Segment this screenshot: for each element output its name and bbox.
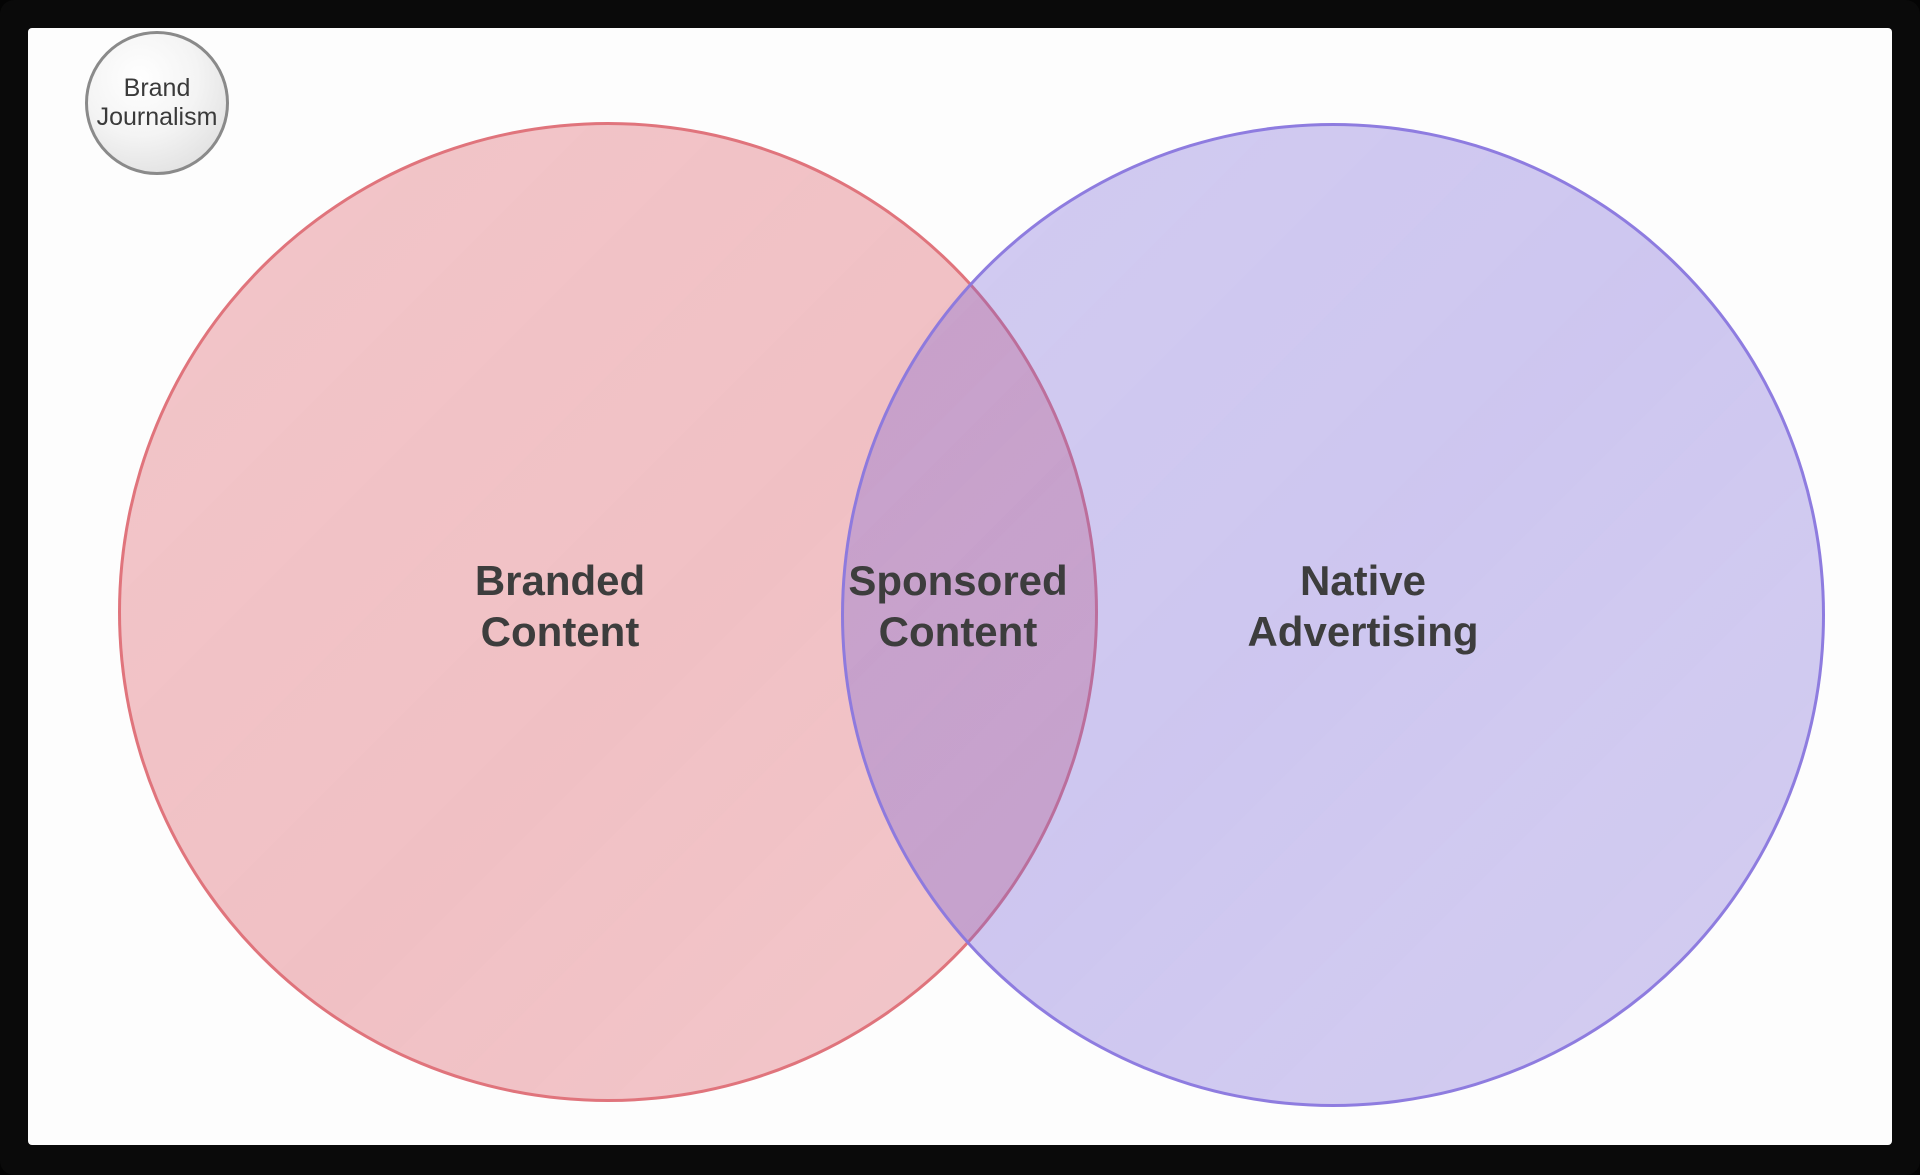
branded-content-label-line2: Content xyxy=(480,608,640,655)
branded-content-label: Branded Content xyxy=(475,555,645,657)
native-advertising-circle xyxy=(841,123,1825,1107)
native-advertising-label: Native Advertising xyxy=(1247,555,1478,657)
badge-label-line2: Journalism xyxy=(96,103,218,131)
native-advertising-label-line2: Advertising xyxy=(1247,608,1479,655)
brand-journalism-badge: Brand Journalism xyxy=(85,31,229,175)
native-advertising-label-line1: Native xyxy=(1299,556,1427,604)
branded-content-label-line1: Branded xyxy=(474,556,646,604)
sponsored-content-label: Sponsored Content xyxy=(848,555,1067,657)
sponsored-content-label-line2: Content xyxy=(878,608,1038,655)
sponsored-content-label-line1: Sponsored xyxy=(848,556,1068,604)
badge-label-line1: Brand xyxy=(123,73,191,102)
diagram-canvas: Brand Journalism Branded Content Sponsor… xyxy=(28,28,1892,1145)
